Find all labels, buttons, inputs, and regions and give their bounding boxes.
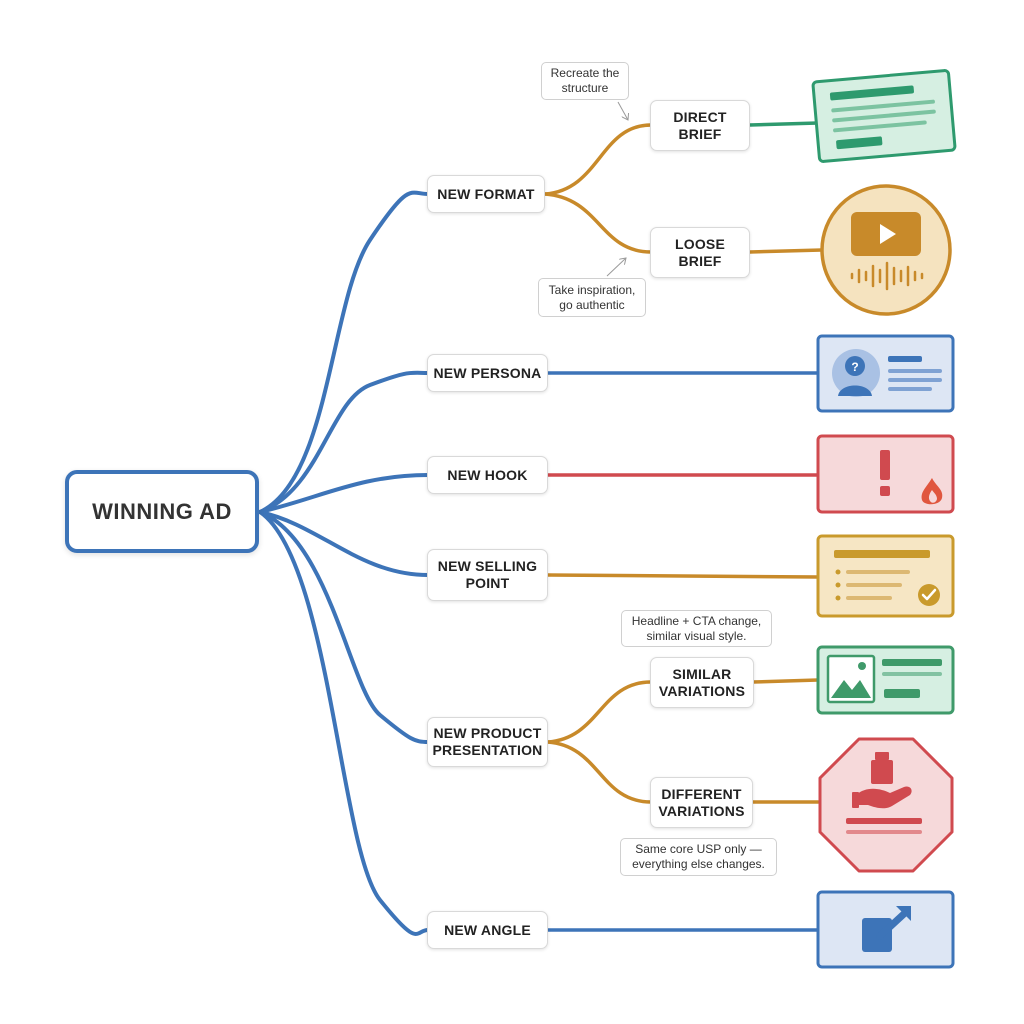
branch-new-product-presentation[interactable]: NEW PRODUCT PRESENTATION — [427, 717, 548, 767]
connector-root-new-format — [258, 190, 430, 514]
product-in-hand-icon — [818, 737, 954, 873]
branch-new-hook[interactable]: NEW HOOK — [427, 456, 548, 494]
connector-root-new-product-presentation — [258, 510, 430, 744]
image-text-layout-icon — [816, 645, 955, 715]
sub-branch-different-variations[interactable]: DIFFERENT VARIATIONS — [650, 777, 753, 828]
branch-new-persona[interactable]: NEW PERSONA — [427, 354, 548, 392]
svg-text:?: ? — [851, 360, 858, 374]
sub-branch-similar-variations[interactable]: SIMILAR VARIATIONS — [650, 657, 754, 708]
document-card-icon — [811, 69, 957, 163]
branch-new-selling-point[interactable]: NEW SELLING POINT — [427, 549, 548, 601]
connector-format-loose — [543, 192, 653, 254]
connector-product-similar — [546, 680, 653, 744]
connector-loose-video — [748, 248, 824, 254]
connector-root-new-persona — [258, 370, 430, 514]
note-arrow-recreate — [617, 101, 628, 120]
connector-similar-card — [751, 678, 820, 684]
branch-new-angle[interactable]: NEW ANGLE — [427, 911, 548, 949]
note-headline-cta: Headline + CTA change, similar visual st… — [621, 610, 772, 647]
note-same-core-usp: Same core USP only — everything else cha… — [620, 838, 777, 876]
branch-new-format[interactable]: NEW FORMAT — [427, 175, 545, 213]
root-node-winning-ad[interactable]: WINNING AD — [65, 470, 259, 553]
connector-selling-point-card — [546, 573, 820, 579]
alert-fire-icon — [816, 434, 955, 514]
sub-branch-loose-brief[interactable]: LOOSE BRIEF — [650, 227, 750, 278]
note-arrow-inspiration — [606, 258, 626, 277]
connector-root-new-hook — [258, 473, 430, 514]
note-take-inspiration: Take inspiration, go authentic — [538, 278, 646, 317]
connector-direct-document — [749, 121, 819, 127]
video-audio-icon — [820, 184, 952, 316]
share-arrow-icon — [816, 890, 955, 969]
checklist-approved-icon — [816, 534, 955, 618]
connector-root-new-selling-point — [258, 510, 430, 577]
persona-profile-icon: ? — [816, 334, 955, 413]
connector-root-new-angle — [258, 510, 430, 936]
connector-product-different — [546, 740, 653, 804]
note-recreate-structure: Recreate the structure — [541, 62, 629, 100]
connector-format-direct — [543, 123, 653, 196]
sub-branch-direct-brief[interactable]: DIRECT BRIEF — [650, 100, 750, 151]
